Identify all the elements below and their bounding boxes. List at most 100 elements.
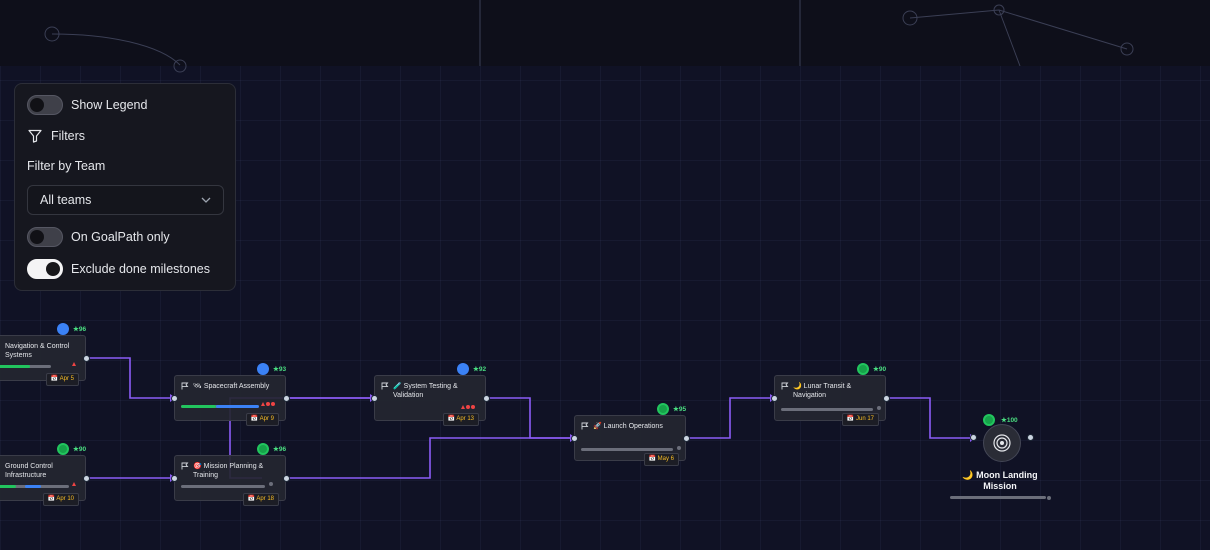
risk-indicator xyxy=(72,482,76,488)
input-port[interactable] xyxy=(171,395,178,402)
score-badge: ★96 xyxy=(273,446,287,453)
goal-status-dot xyxy=(1047,496,1051,500)
target-icon xyxy=(993,434,1011,452)
milestone-title: 🌙 Lunar Transit & Navigation xyxy=(793,383,852,399)
risk-indicator xyxy=(261,402,275,408)
assignee-avatar xyxy=(57,323,69,335)
team-select[interactable]: All teams xyxy=(27,185,224,215)
progress-bar xyxy=(0,485,69,488)
progress-bar xyxy=(181,405,259,408)
milestone-node-nav[interactable]: ★96 Navigation & Control Systems 📅 Apr 5 xyxy=(0,323,86,386)
milestone-title: 🛰 Spacecraft Assembly xyxy=(193,383,270,390)
score-badge: ★95 xyxy=(673,406,687,413)
edge-launch-to-lunar xyxy=(686,397,770,439)
output-port[interactable] xyxy=(83,475,90,482)
score-badge: ★90 xyxy=(873,366,887,373)
assignee-avatar xyxy=(57,443,69,455)
output-port[interactable] xyxy=(683,435,690,442)
flag-icon xyxy=(381,382,389,390)
exclude-done-row: Exclude done milestones xyxy=(27,259,210,279)
output-port[interactable] xyxy=(883,395,890,402)
goal-node[interactable] xyxy=(983,424,1021,462)
status-dot xyxy=(268,482,273,488)
filter-by-team-label: Filter by Team xyxy=(27,159,106,173)
toggle-knob xyxy=(30,230,44,244)
goal-input-port[interactable] xyxy=(970,434,977,441)
due-date-badge: 📅 Apr 5 xyxy=(45,373,79,386)
filter-by-team-row: Filter by Team xyxy=(27,159,105,173)
edge-testing-to-launch xyxy=(486,397,570,439)
milestone-title: 🚀 Launch Operations xyxy=(593,423,663,430)
edge-planning-to-launch xyxy=(286,437,570,479)
input-port[interactable] xyxy=(771,395,778,402)
edge-nav-to-assembly xyxy=(86,357,170,399)
flag-icon xyxy=(181,382,189,390)
edge-lunar-to-goal xyxy=(886,397,970,439)
milestone-node-planning[interactable]: ★96 🎯 Mission Planning & Training 📅 Apr … xyxy=(174,443,286,506)
assignee-avatar xyxy=(857,363,869,375)
assignee-avatar xyxy=(657,403,669,415)
goal-progress-bar xyxy=(950,496,1046,499)
output-port[interactable] xyxy=(283,475,290,482)
input-port[interactable] xyxy=(571,435,578,442)
score-badge: ★93 xyxy=(273,366,287,373)
due-date-badge: 📅 May 6 xyxy=(643,453,679,466)
risk-indicator xyxy=(461,405,475,411)
flag-icon xyxy=(781,382,789,390)
score-badge: ★90 xyxy=(73,446,87,453)
score-badge: ★96 xyxy=(73,326,87,333)
milestone-title: Ground Control Infrastructure xyxy=(5,463,53,479)
milestone-node-ground[interactable]: ★90 Ground Control Infrastructure 📅 Apr … xyxy=(0,443,86,506)
status-dot xyxy=(676,446,681,452)
flag-icon xyxy=(181,462,189,470)
due-date-badge: 📅 Apr 13 xyxy=(442,413,479,426)
filters-header: Filters xyxy=(27,128,85,144)
progress-bar xyxy=(781,408,873,411)
assignee-avatar xyxy=(457,363,469,375)
show-legend-label: Show Legend xyxy=(71,98,148,112)
input-port[interactable] xyxy=(371,395,378,402)
progress-bar xyxy=(0,365,51,368)
input-port[interactable] xyxy=(171,475,178,482)
exclude-done-toggle[interactable] xyxy=(27,259,63,279)
flag-icon xyxy=(581,422,589,430)
milestone-title: Navigation & Control Systems xyxy=(5,343,70,359)
goalpath-only-label: On GoalPath only xyxy=(71,230,170,244)
show-legend-row: Show Legend xyxy=(27,95,147,115)
exclude-done-label: Exclude done milestones xyxy=(71,262,210,276)
risk-indicator xyxy=(72,362,76,368)
toggle-knob xyxy=(30,98,44,112)
toggle-knob xyxy=(46,262,60,276)
status-dot xyxy=(876,406,881,412)
goalpath-only-toggle[interactable] xyxy=(27,227,63,247)
show-legend-toggle[interactable] xyxy=(27,95,63,115)
progress-bar xyxy=(581,448,673,451)
milestone-node-lunar[interactable]: ★90 🌙 Lunar Transit & Navigation 📅 Jun 1… xyxy=(774,363,886,426)
chevron-down-icon xyxy=(201,197,211,203)
team-select-value: All teams xyxy=(40,193,92,207)
due-date-badge: 📅 Jun 17 xyxy=(841,413,879,426)
output-port[interactable] xyxy=(483,395,490,402)
assignee-avatar xyxy=(257,443,269,455)
goal-assignee-avatar xyxy=(983,414,995,426)
filters-panel: Show Legend Filters Filter by Team All t… xyxy=(14,83,236,291)
assignee-avatar xyxy=(257,363,269,375)
milestone-node-assembly[interactable]: ★93 🛰 Spacecraft Assembly 📅 Apr 9 xyxy=(174,363,286,426)
goal-title: 🌙 Moon Landing Mission xyxy=(962,470,1038,491)
score-badge: ★92 xyxy=(473,366,487,373)
milestone-title: 🧪 System Testing & Validation xyxy=(393,383,458,399)
milestone-node-testing[interactable]: ★92 🧪 System Testing & Validation 📅 Apr … xyxy=(374,363,486,426)
goalpath-only-row: On GoalPath only xyxy=(27,227,170,247)
canvas-top-band xyxy=(0,0,1210,66)
filters-label: Filters xyxy=(51,129,86,143)
constellation-decoration xyxy=(44,0,1134,73)
goal-score-badge: ★100 xyxy=(1001,417,1018,424)
milestone-node-launch[interactable]: ★95 🚀 Launch Operations 📅 May 6 xyxy=(574,403,686,466)
goal-output-port[interactable] xyxy=(1027,434,1034,441)
milestone-title: 🎯 Mission Planning & Training xyxy=(193,463,264,479)
due-date-badge: 📅 Apr 18 xyxy=(242,493,279,506)
filter-icon xyxy=(28,129,42,143)
output-port[interactable] xyxy=(283,395,290,402)
output-port[interactable] xyxy=(83,355,90,362)
